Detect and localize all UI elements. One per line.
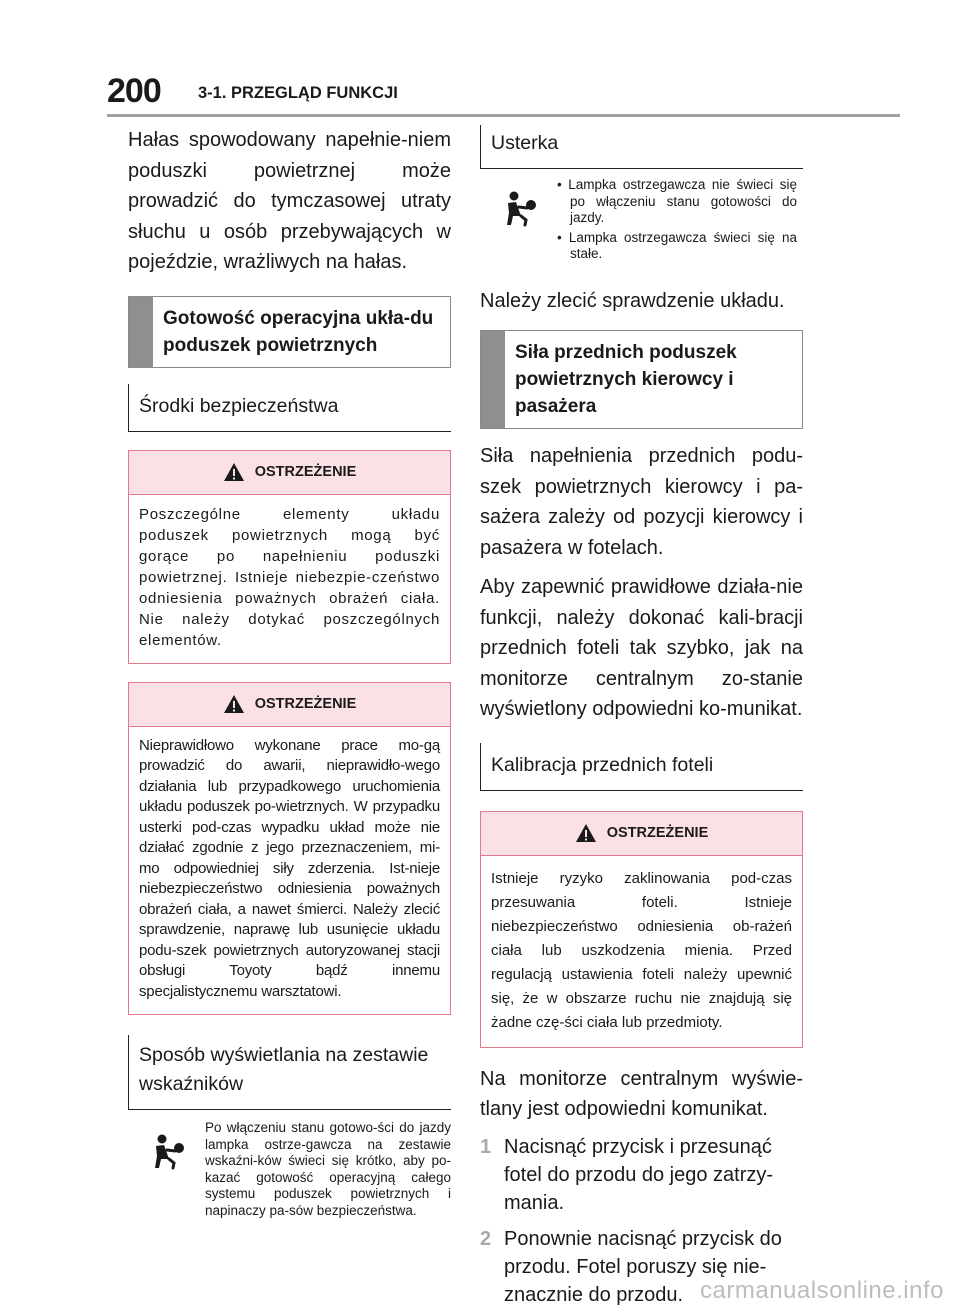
airbag-light-info: Po włączeniu stanu gotowo-ści do jazdy l… — [128, 1120, 451, 1219]
subheading-fault: Usterka — [480, 125, 803, 169]
step-1: 1 Nacisnąć przycisk i przesunąć fotel do… — [480, 1133, 803, 1217]
step-2: 2 Ponownie nacisnąć przycisk do przodu. … — [480, 1225, 803, 1309]
monitor-paragraph: Na monitorze centralnym wyświe-tlany jes… — [480, 1067, 803, 1121]
force-paragraph-2: Aby zapewnić prawidłowe działa-nie funkc… — [480, 576, 803, 720]
airbag-warning-light-icon — [154, 1134, 184, 1170]
airbag-warning-light-icon — [506, 191, 536, 227]
warning-triangle-icon — [223, 695, 244, 713]
step-text: Ponownie nacisnąć przycisk do przodu. Fo… — [504, 1227, 782, 1306]
warning-title: OSTRZEŻENIE — [254, 464, 357, 480]
header-rule — [107, 114, 900, 117]
heading-airbag-readiness: Gotowość operacyjna ukła-du poduszek pow… — [128, 295, 451, 368]
heading-label: Siła przednich poduszek powietrznych kie… — [515, 342, 737, 417]
warning-triangle-icon — [575, 824, 596, 842]
left-column: Hałas spowodowany napełnie-niem poduszki… — [128, 125, 451, 1219]
force-paragraph-1: Siła napełnienia przednich podu-szek pow… — [480, 445, 803, 559]
page-number: 200 — [107, 72, 162, 110]
right-column: Usterka Lampka ostrzegawcza nie świeci s… — [480, 125, 803, 1309]
heading-bar — [129, 296, 153, 367]
warning-text: Poszczególne elementy układu poduszek po… — [139, 505, 440, 649]
fault-action: Należy zlecić sprawdzenie układu. — [480, 289, 785, 312]
heading-front-airbag-force: Siła przednich poduszek powietrznych kie… — [480, 330, 803, 429]
warning-triangle-icon — [223, 463, 244, 481]
section-title: 3-1. PRZEGLĄD FUNKCJI — [198, 84, 398, 102]
subheading-safety-measures: Środki bezpieczeństwa — [128, 383, 451, 432]
subheading-display-method: Sposób wyświetlania na zestawie wskaźnik… — [128, 1035, 451, 1110]
list-item: Lampka ostrzegawcza nie świeci się po wł… — [557, 177, 797, 227]
heading-bar — [481, 331, 505, 428]
warning-header: OSTRZEŻENIE — [481, 811, 802, 856]
warning-header: OSTRZEŻENIE — [129, 450, 450, 495]
intro-paragraph: Hałas spowodowany napełnie-niem poduszki… — [128, 129, 451, 273]
warning-header: OSTRZEŻENIE — [129, 682, 450, 727]
warning-title: OSTRZEŻENIE — [254, 696, 357, 712]
heading-label: Gotowość operacyjna ukła-du poduszek pow… — [163, 307, 434, 356]
warning-text: Nieprawidłowo wykonane prace mo-gą prowa… — [139, 736, 440, 1000]
warning-box-hot-parts: OSTRZEŻENIE Poszczególne elementy układu… — [128, 449, 451, 664]
subheading-seat-calibration: Kalibracja przednich foteli — [480, 742, 803, 791]
watermark: carmanualsonline.info — [700, 1277, 944, 1304]
display-description: Po włączeniu stanu gotowo-ści do jazdy l… — [205, 1120, 451, 1218]
warning-text: Istnieje ryzyko zaklinowania pod-czas pr… — [491, 869, 792, 1031]
warning-title: OSTRZEŻENIE — [606, 825, 709, 841]
step-number: 2 — [480, 1227, 492, 1250]
warning-box-improper-work: OSTRZEŻENIE Nieprawidłowo wykonane prace… — [128, 681, 451, 1015]
step-text: Nacisnąć przycisk i przesunąć fotel do p… — [504, 1135, 774, 1214]
list-item: Lampka ostrzegawcza świeci się na stałe. — [557, 230, 797, 263]
warning-box-pinching: OSTRZEŻENIE Istnieje ryzyko zaklinowania… — [480, 810, 803, 1048]
step-number: 1 — [480, 1135, 492, 1158]
fault-list: Lampka ostrzegawcza nie świeci się po wł… — [557, 177, 797, 266]
fault-info: Lampka ostrzegawcza nie świeci się po wł… — [480, 177, 803, 266]
